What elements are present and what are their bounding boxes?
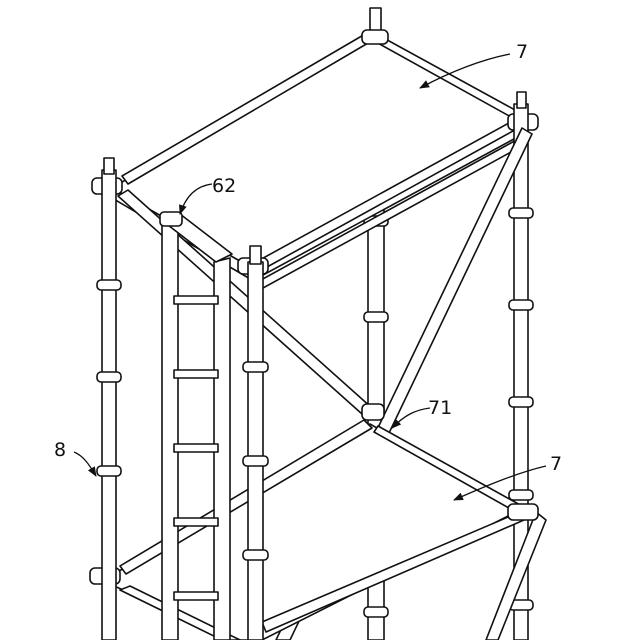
leader-diagonal-brace (391, 407, 431, 429)
leader-lines (73, 53, 547, 501)
under-deck-brace (117, 189, 385, 421)
label-lower-platform: 7 (550, 453, 562, 475)
lower-platform (89, 419, 539, 640)
leader-ladder (179, 183, 213, 215)
leader-lower-platform (453, 465, 547, 501)
front-middle-post (242, 245, 269, 640)
front-left-post (96, 157, 122, 640)
ladder (159, 211, 233, 640)
leader-top-platform (419, 53, 511, 89)
label-standard-post: 8 (54, 439, 66, 461)
label-diagonal-brace: 71 (428, 397, 452, 419)
label-ladder: 62 (212, 175, 236, 197)
leader-standard-post (73, 451, 97, 477)
label-top-platform: 7 (516, 41, 528, 63)
